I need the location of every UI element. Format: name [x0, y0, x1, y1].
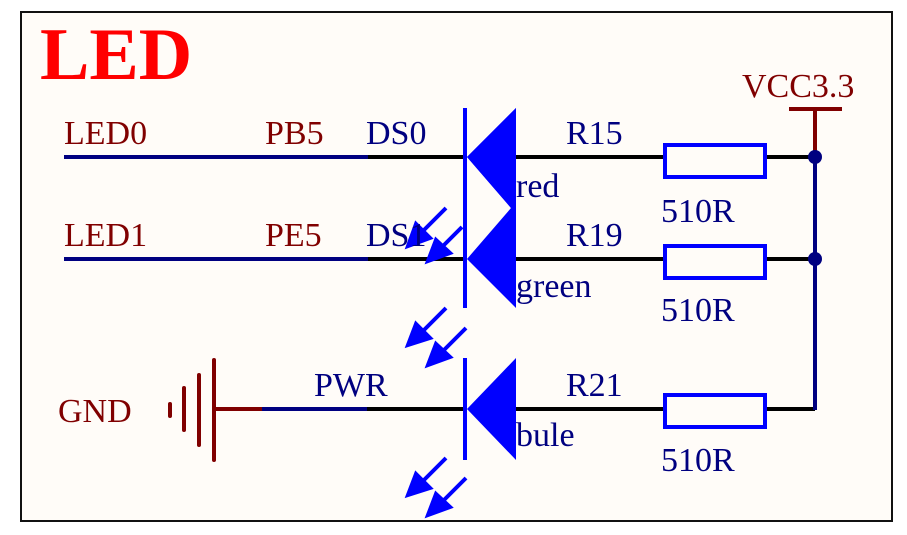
resistor-label-r19: R19 — [566, 217, 623, 254]
schematic-frame — [20, 11, 893, 522]
led-ds2-triangle — [467, 358, 516, 460]
resistor-r21 — [663, 393, 767, 429]
vcc-label: VCC3.3 — [742, 68, 854, 105]
resistor-value-r19: 510R — [661, 292, 735, 329]
emission-arrows-ds2 — [404, 456, 468, 519]
color-label-green: green — [516, 268, 592, 305]
color-label-blue: bule — [516, 417, 575, 454]
junction-dot — [808, 150, 822, 164]
ground-icon — [168, 358, 216, 462]
ground-label: GND — [58, 393, 132, 430]
resistor-label-r21: R21 — [566, 367, 623, 404]
pin-label-pb5: PB5 — [265, 115, 324, 152]
emission-arrows-ds0 — [404, 206, 464, 265]
resistor-r19 — [663, 244, 767, 280]
resistor-value-r21: 510R — [661, 442, 735, 479]
net-label-pwr: PWR — [314, 367, 388, 404]
junction-dot — [808, 252, 822, 266]
color-label-red: red — [516, 168, 559, 205]
net-label-led0: LED0 — [64, 115, 147, 152]
designator-ds0: DS0 — [366, 115, 426, 152]
resistor-value-r15: 510R — [661, 193, 735, 230]
resistor-label-r15: R15 — [566, 115, 623, 152]
designator-ds1: DS1 — [366, 217, 426, 254]
emission-arrows-ds1 — [404, 306, 468, 369]
net-label-led1: LED1 — [64, 217, 147, 254]
pin-label-pe5: PE5 — [265, 217, 322, 254]
led-ds0-triangle-shape — [467, 108, 516, 308]
schematic-title: LED — [40, 14, 193, 96]
resistor-r15 — [663, 143, 767, 179]
